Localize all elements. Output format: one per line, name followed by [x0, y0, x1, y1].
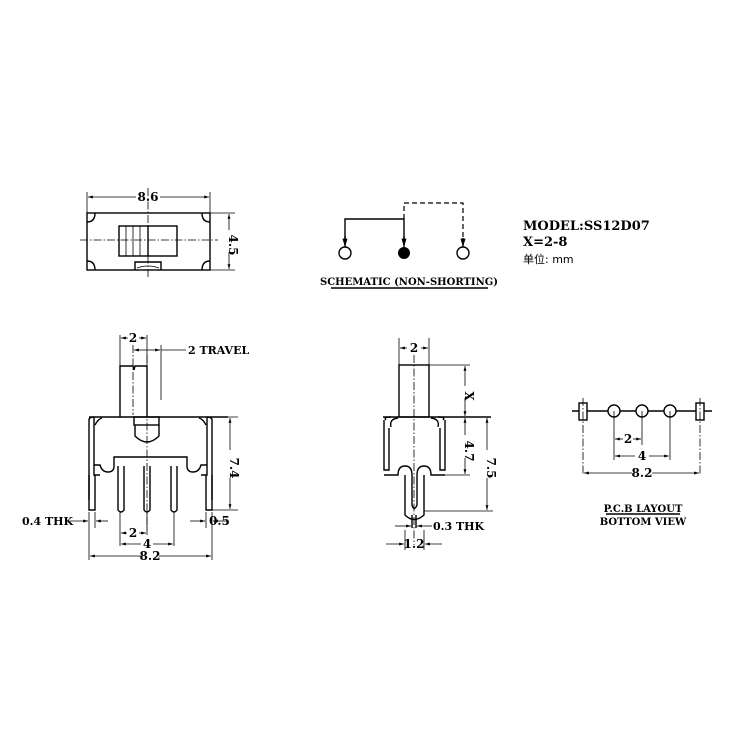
side-pin-width-dim: 1.2: [404, 537, 425, 551]
front-pitch-dim: 2: [129, 526, 137, 540]
schematic-diagram: [331, 202, 488, 289]
pcb-title: P.C.B LAYOUT: [604, 504, 683, 515]
schematic-caption: SCHEMATIC (NON-SHORTING): [320, 277, 498, 288]
terminal-open-icon: [338, 246, 352, 260]
front-pin-width-dim: 0.5: [209, 514, 230, 528]
side-overall-height-dim: 7.5: [484, 458, 498, 479]
front-actuator-width-dim: 2: [129, 331, 137, 345]
side-thickness-label: 0.3 THK: [433, 520, 485, 533]
pcb-outer-pitch-dim: 4: [638, 449, 646, 463]
model-label: MODEL:SS12D07: [523, 219, 650, 234]
top-view-height-dim: 4.5: [226, 235, 240, 256]
top-view-width-dim: 8.6: [138, 190, 159, 204]
front-overall-width-dim: 8.2: [140, 549, 161, 563]
top-view: [80, 188, 235, 278]
x-range-label: X=2-8: [523, 235, 567, 250]
side-actuator-width-dim: 2: [410, 341, 418, 355]
front-thickness-label: 0.4 THK: [22, 515, 74, 528]
terminal-common-icon: [398, 247, 410, 259]
pcb-layout: [572, 398, 712, 515]
front-view: [70, 335, 238, 560]
front-height-dim: 7.4: [227, 458, 241, 479]
terminal-open-icon: [456, 246, 470, 260]
unit-label: 单位: mm: [523, 252, 574, 266]
pcb-pitch-dim: 2: [624, 432, 632, 446]
side-view: [383, 338, 493, 550]
pcb-subtitle: BOTTOM VIEW: [600, 517, 687, 528]
front-outer-pitch-dim: 4: [143, 537, 151, 551]
pcb-overall-dim: 8.2: [632, 466, 653, 480]
side-actuator-height-dim: X: [462, 391, 476, 401]
travel-label: 2 TRAVEL: [188, 344, 249, 357]
side-body-height-dim: 4.7: [462, 441, 476, 462]
